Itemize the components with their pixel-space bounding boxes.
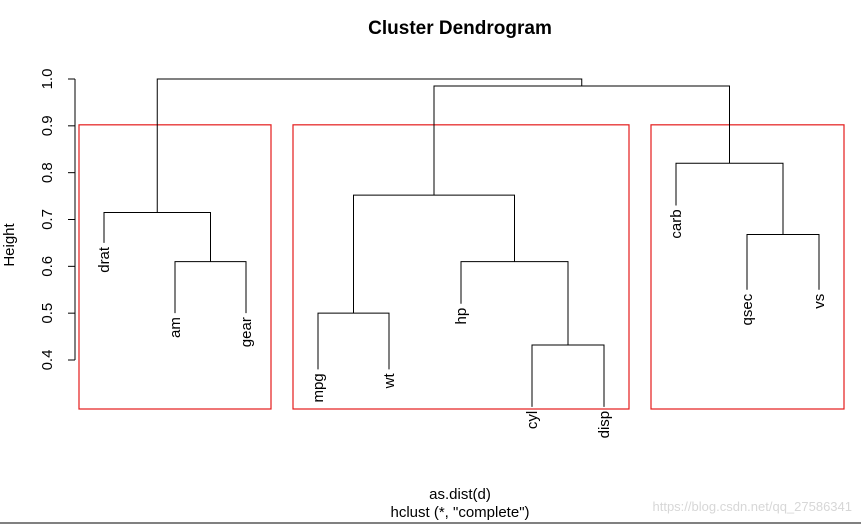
y-axis-label: Height: [1, 222, 18, 266]
merge-link: [746, 233, 820, 290]
cluster-rect-1: [78, 124, 272, 410]
chart-title: Cluster Dendrogram: [368, 18, 552, 39]
leaf-labels: drat am gear mpg wt hp cyl disp carb qsec vs: [96, 209, 828, 438]
watermark: https://blog.csdn.net/qq_27586341: [653, 499, 853, 514]
leaf-label-hp: hp: [453, 308, 470, 325]
merge-link: [317, 312, 390, 370]
leaf-label-gear: gear: [238, 317, 255, 347]
method-sublabel: hclust (*, "complete"): [390, 504, 529, 521]
y-tick-label: 0.5: [39, 303, 56, 324]
merge-link: [103, 211, 211, 262]
leaf-label-disp: disp: [596, 411, 613, 439]
y-tick-label: 0.8: [39, 162, 56, 183]
cluster-rect-2: [292, 124, 630, 410]
leaf-label-drat: drat: [96, 246, 113, 273]
merge-link: [460, 261, 569, 346]
merge-link: [156, 78, 583, 213]
leaf-label-cyl: cyl: [524, 411, 541, 429]
y-tick-label: 0.9: [39, 115, 56, 136]
y-tick-label: 0.7: [39, 209, 56, 230]
x-axis-label: as.dist(d): [429, 486, 491, 503]
merge-link: [353, 194, 515, 314]
dendrogram-tree: [103, 78, 820, 407]
merge-link: [675, 162, 784, 235]
y-tick-label: 0.4: [39, 350, 56, 371]
cluster-rect-3: [650, 124, 845, 410]
merge-link: [433, 85, 730, 196]
leaf-label-vs: vs: [811, 294, 828, 309]
cluster-rectangles: [78, 124, 845, 410]
y-tick-label: 1.0: [39, 69, 56, 90]
leaf-label-mpg: mpg: [310, 373, 327, 402]
leaf-label-qsec: qsec: [739, 293, 756, 325]
leaf-label-am: am: [167, 317, 184, 338]
leaf-label-wt: wt: [381, 373, 398, 390]
merge-link: [531, 344, 605, 407]
merge-link: [174, 261, 247, 314]
y-tick-label: 0.6: [39, 256, 56, 277]
leaf-label-carb: carb: [668, 209, 685, 238]
y-axis: 0.4 0.5 0.6 0.7 0.8 0.9 1.0: [39, 69, 76, 371]
